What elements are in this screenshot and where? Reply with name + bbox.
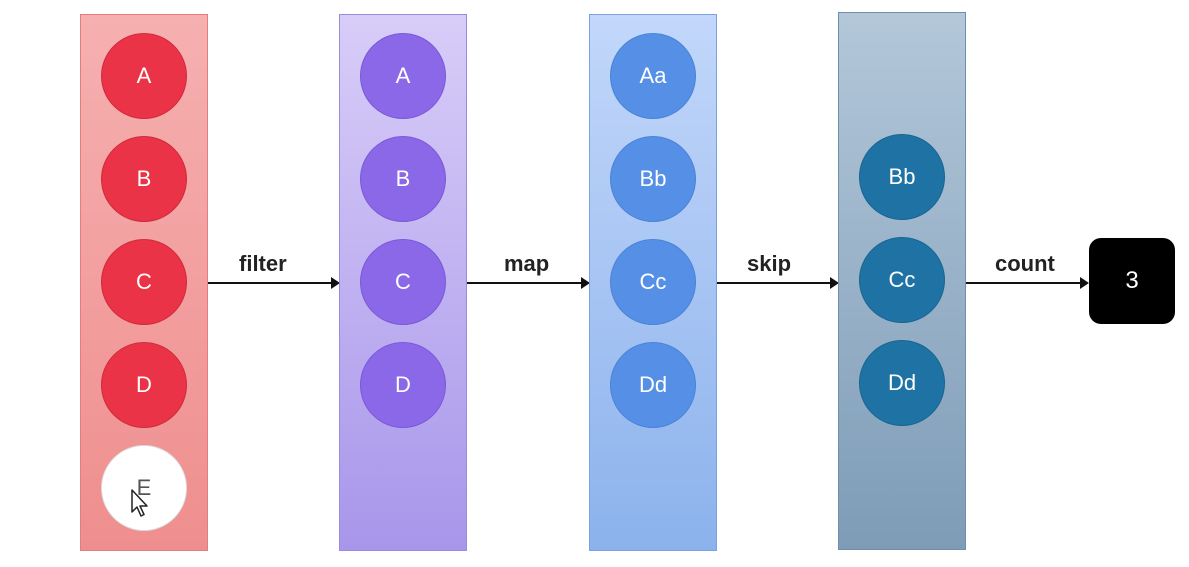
filtered-item-d: D bbox=[360, 342, 446, 428]
skipped-item-cc: Cc bbox=[859, 237, 945, 323]
map-label: map bbox=[504, 251, 550, 276]
filtered-item-b: B bbox=[360, 136, 446, 222]
filtered-item-c: C bbox=[360, 239, 446, 325]
mapped-item-dd: Dd bbox=[610, 342, 696, 428]
count-result: 3 bbox=[1089, 238, 1175, 324]
skip-arrow bbox=[717, 277, 839, 289]
count-arrow bbox=[966, 277, 1089, 289]
filter-arrow bbox=[208, 277, 340, 289]
filtered-item-a: A bbox=[360, 33, 446, 119]
filter-label: filter bbox=[239, 251, 287, 276]
skipped-item-bb: Bb bbox=[859, 134, 945, 220]
skipped-item-dd: Dd bbox=[859, 340, 945, 426]
skipped-stream-column: Bb Cc Dd bbox=[838, 12, 966, 550]
source-item-a: A bbox=[101, 33, 187, 119]
mouse-cursor-icon bbox=[131, 489, 148, 517]
source-item-b: B bbox=[101, 136, 187, 222]
source-item-e: E bbox=[101, 445, 187, 531]
skip-label: skip bbox=[747, 251, 792, 276]
mapped-item-aa: Aa bbox=[610, 33, 696, 119]
source-stream-column: A B C D E bbox=[80, 14, 208, 551]
map-arrow bbox=[467, 277, 590, 289]
source-item-c: C bbox=[101, 239, 187, 325]
count-label: count bbox=[995, 251, 1055, 276]
filtered-stream-column: A B C D bbox=[339, 14, 467, 551]
mapped-stream-column: Aa Bb Cc Dd bbox=[589, 14, 717, 551]
mapped-item-bb: Bb bbox=[610, 136, 696, 222]
mapped-item-cc: Cc bbox=[610, 239, 696, 325]
source-item-d: D bbox=[101, 342, 187, 428]
